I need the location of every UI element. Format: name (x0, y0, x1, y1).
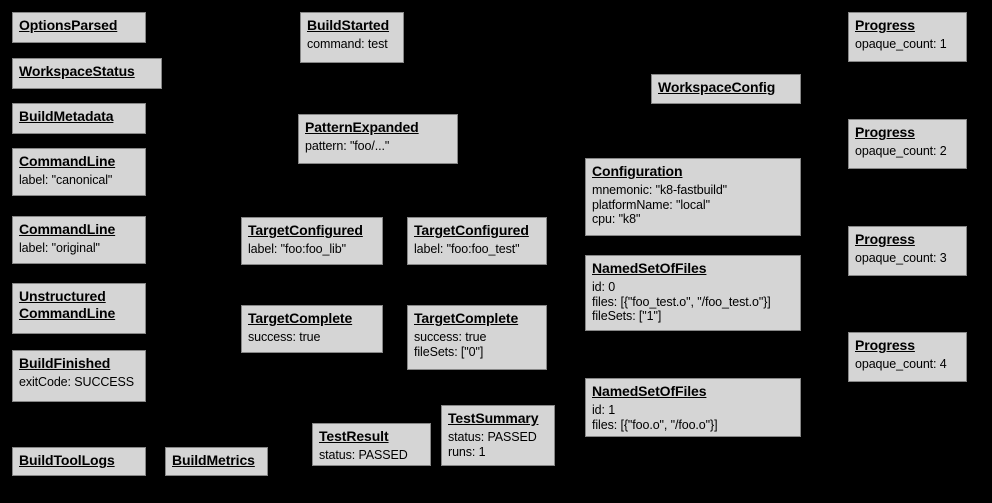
node-build-metadata[interactable]: BuildMetadata (12, 103, 146, 134)
node-title: BuildMetadata (19, 108, 114, 124)
node-title: Progress (855, 231, 915, 247)
node-title: OptionsParsed (19, 17, 118, 33)
node-title: Progress (855, 337, 915, 353)
node-fields: exitCode: SUCCESS (19, 374, 135, 389)
node-build-tool-logs[interactable]: BuildToolLogs (12, 447, 146, 476)
node-fields: opaque_count: 4 (855, 356, 947, 371)
node-progress-2[interactable]: Progress opaque_count: 2 (848, 119, 967, 169)
node-fields: opaque_count: 3 (855, 250, 947, 265)
node-command-line-original[interactable]: CommandLine label: "original" (12, 216, 146, 264)
node-title: Progress (855, 17, 915, 33)
node-progress-3[interactable]: Progress opaque_count: 3 (848, 226, 967, 276)
node-build-metrics[interactable]: BuildMetrics (165, 447, 268, 476)
node-build-finished[interactable]: BuildFinished exitCode: SUCCESS (12, 350, 146, 402)
node-title: Configuration (592, 163, 683, 179)
node-named-set-of-files-1[interactable]: NamedSetOfFiles id: 1 files: [{"foo.o", "… (585, 378, 801, 437)
node-title: TestResult (319, 428, 389, 444)
node-title: BuildToolLogs (19, 452, 115, 468)
node-title: WorkspaceConfig (658, 79, 776, 95)
node-fields: label: "foo:foo_test" (414, 241, 520, 256)
node-target-complete-lib[interactable]: TargetComplete success: true (241, 305, 383, 353)
node-title: CommandLine (19, 153, 116, 169)
node-target-complete-test[interactable]: TargetComplete success: true fileSets: ["… (407, 305, 547, 370)
node-title: BuildFinished (19, 355, 111, 371)
node-fields: label: "canonical" (19, 172, 113, 187)
node-workspace-status[interactable]: WorkspaceStatus (12, 58, 162, 89)
node-progress-4[interactable]: Progress opaque_count: 4 (848, 332, 967, 382)
node-fields: status: PASSED runs: 1 (448, 429, 537, 459)
node-title: BuildMetrics (172, 452, 255, 468)
node-title: TargetComplete (414, 310, 519, 326)
node-title: WorkspaceStatus (19, 63, 135, 79)
node-target-configured-foo-test[interactable]: TargetConfigured label: "foo:foo_test" (407, 217, 547, 265)
node-fields: opaque_count: 1 (855, 36, 947, 51)
node-progress-1[interactable]: Progress opaque_count: 1 (848, 12, 967, 62)
node-title: PatternExpanded (305, 119, 419, 135)
node-build-started[interactable]: BuildStarted command: test (300, 12, 404, 63)
node-test-summary[interactable]: TestSummary status: PASSED runs: 1 (441, 405, 555, 466)
node-fields: label: "foo:foo_lib" (248, 241, 346, 256)
node-title: Progress (855, 124, 915, 140)
node-fields: mnemonic: "k8-fastbuild" platformName: "… (592, 182, 728, 227)
node-title: CommandLine (19, 221, 116, 237)
node-fields: label: "original" (19, 240, 100, 255)
node-target-configured-foo-lib[interactable]: TargetConfigured label: "foo:foo_lib" (241, 217, 383, 265)
node-configuration[interactable]: Configuration mnemonic: "k8-fastbuild" pl… (585, 158, 801, 236)
node-title: TargetConfigured (414, 222, 529, 238)
node-fields: success: true fileSets: ["0"] (414, 329, 487, 359)
node-fields: id: 0 files: [{"foo_test.o", "/foo_test.… (592, 279, 771, 324)
node-title: BuildStarted (307, 17, 390, 33)
node-fields: status: PASSED (319, 447, 408, 462)
node-unstructured-command-line[interactable]: Unstructured CommandLine (12, 283, 146, 334)
node-command-line-canonical[interactable]: CommandLine label: "canonical" (12, 148, 146, 196)
node-options-parsed[interactable]: OptionsParsed (12, 12, 146, 43)
node-pattern-expanded[interactable]: PatternExpanded pattern: "foo/..." (298, 114, 458, 164)
node-title: TargetComplete (248, 310, 353, 326)
node-named-set-of-files-0[interactable]: NamedSetOfFiles id: 0 files: [{"foo_test.… (585, 255, 801, 331)
node-title: NamedSetOfFiles (592, 260, 707, 276)
node-title: NamedSetOfFiles (592, 383, 707, 399)
node-title: Unstructured CommandLine (19, 288, 116, 321)
node-fields: success: true (248, 329, 321, 344)
node-workspace-config[interactable]: WorkspaceConfig (651, 74, 801, 104)
node-title: TestSummary (448, 410, 539, 426)
node-fields: command: test (307, 36, 388, 51)
node-test-result[interactable]: TestResult status: PASSED (312, 423, 431, 466)
node-fields: opaque_count: 2 (855, 143, 947, 158)
node-fields: pattern: "foo/..." (305, 138, 390, 153)
node-fields: id: 1 files: [{"foo.o", "/foo.o"}] (592, 402, 718, 432)
node-title: TargetConfigured (248, 222, 363, 238)
